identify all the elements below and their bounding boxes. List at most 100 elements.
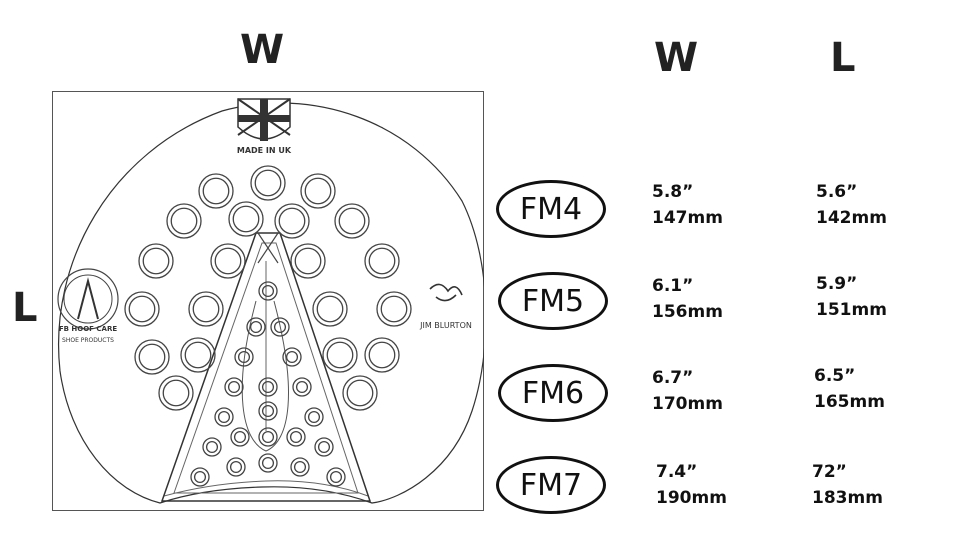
pad-ring-inner: [162, 379, 190, 407]
pad-ring-inner: [261, 284, 275, 298]
size-label-fm4: FM4: [496, 180, 606, 238]
pad-ring: [124, 291, 160, 327]
pad-ring: [226, 457, 246, 477]
pad-ring: [234, 347, 254, 367]
pad-ring-inner: [261, 456, 275, 470]
pad-ring-inner: [233, 430, 247, 444]
length-mm: 151mm: [816, 300, 887, 320]
pad-ring: [258, 401, 278, 421]
pad-ring: [364, 337, 400, 373]
pad-ring: [334, 203, 370, 239]
pad-ring-inner: [326, 341, 354, 369]
pad-ring-inner: [261, 404, 275, 418]
length-mm: 165mm: [814, 392, 885, 412]
pad-ring-inner: [192, 295, 220, 323]
length-inches: 5.6”: [816, 182, 858, 202]
pad-ring: [292, 377, 312, 397]
pad-ring-inner: [128, 295, 156, 323]
pad-ring: [314, 437, 334, 457]
pad-ring-inner: [193, 470, 207, 484]
length-inches: 6.5”: [814, 366, 856, 386]
pad-ring-inner: [368, 341, 396, 369]
pad-ring-inner: [285, 350, 299, 364]
pad-ring: [326, 467, 346, 487]
union-jack-shield-icon: [237, 98, 291, 141]
pad-ring: [250, 165, 286, 201]
pad-ring-inner: [261, 380, 275, 394]
pad-ring-inner: [346, 379, 374, 407]
size-label-fm6: FM6: [498, 364, 608, 422]
pad-ring-inner: [142, 247, 170, 275]
plate-outline: [58, 102, 484, 504]
pad-ring-inner: [289, 430, 303, 444]
plate-frame-border: [52, 91, 484, 511]
pad-ring-inner: [227, 380, 241, 394]
column-header-width: W: [654, 35, 699, 81]
pad-ring-inner: [317, 440, 331, 454]
pad-ring: [134, 339, 170, 375]
diagram-length-label: L: [12, 285, 38, 331]
hoof-care-logo-subtext: SHOE PRODUCTS: [62, 337, 114, 344]
hoof-care-logo-text: FB HOOF CARE: [59, 325, 117, 333]
column-header-length: L: [830, 35, 856, 81]
pad-ring: [290, 243, 326, 279]
width-mm: 190mm: [656, 488, 727, 508]
pad-ring: [180, 337, 216, 373]
pad-ring: [198, 173, 234, 209]
pad-ring-inner: [294, 247, 322, 275]
pad-ring-inner: [184, 341, 212, 369]
pad-ring: [274, 203, 310, 239]
pad-ring: [258, 281, 278, 301]
pad-ring: [246, 317, 266, 337]
pad-ring-inner: [304, 177, 332, 205]
pad-ring: [300, 173, 336, 209]
pad-ring-inner: [329, 470, 343, 484]
pad-ring: [258, 453, 278, 473]
pad-ring: [202, 437, 222, 457]
pad-ring: [312, 291, 348, 327]
pad-ring-inner: [202, 177, 230, 205]
diagram-width-label: W: [240, 27, 285, 73]
pad-ring: [290, 457, 310, 477]
pad-ring: [286, 427, 306, 447]
pad-ring-inner: [170, 207, 198, 235]
width-mm: 170mm: [652, 394, 723, 414]
pad-ring: [342, 375, 378, 411]
hoof-care-logo-icon: [57, 268, 119, 330]
frog-rings: [190, 281, 346, 487]
pad-ring-inner: [295, 380, 309, 394]
pad-ring: [166, 203, 202, 239]
width-inches: 5.8”: [652, 182, 694, 202]
width-inches: 7.4”: [656, 462, 698, 482]
pad-ring: [158, 375, 194, 411]
pad-ring: [230, 427, 250, 447]
length-mm: 183mm: [812, 488, 883, 508]
width-inches: 6.1”: [652, 276, 694, 296]
size-label-fm7: FM7: [496, 456, 606, 514]
size-label-fm5: FM5: [498, 272, 608, 330]
pad-ring: [188, 291, 224, 327]
pad-ring-inner: [278, 207, 306, 235]
pad-ring-inner: [205, 440, 219, 454]
pad-ring-inner: [273, 320, 287, 334]
pad-ring: [322, 337, 358, 373]
pad-rings: [124, 165, 412, 411]
pad-ring-inner: [293, 460, 307, 474]
pad-ring: [270, 317, 290, 337]
made-in-uk-text: MADE IN UK: [237, 146, 292, 155]
jim-blurton-logo-icon: [429, 283, 463, 302]
pad-ring: [282, 347, 302, 367]
pad-ring-inner: [214, 247, 242, 275]
pad-ring-inner: [217, 410, 231, 424]
pad-ring: [304, 407, 324, 427]
length-inches: 5.9”: [816, 274, 858, 294]
pad-ring: [376, 291, 412, 327]
pad-ring: [224, 377, 244, 397]
pad-ring: [364, 243, 400, 279]
pad-ring-inner: [229, 460, 243, 474]
pad-ring-inner: [232, 205, 260, 233]
pad-ring: [258, 427, 278, 447]
pad-ring: [258, 377, 278, 397]
length-mm: 142mm: [816, 208, 887, 228]
hoof-pad-plate: MADE IN UK FB HOOF CARE SHOE PRODUCTS JI…: [52, 91, 484, 511]
